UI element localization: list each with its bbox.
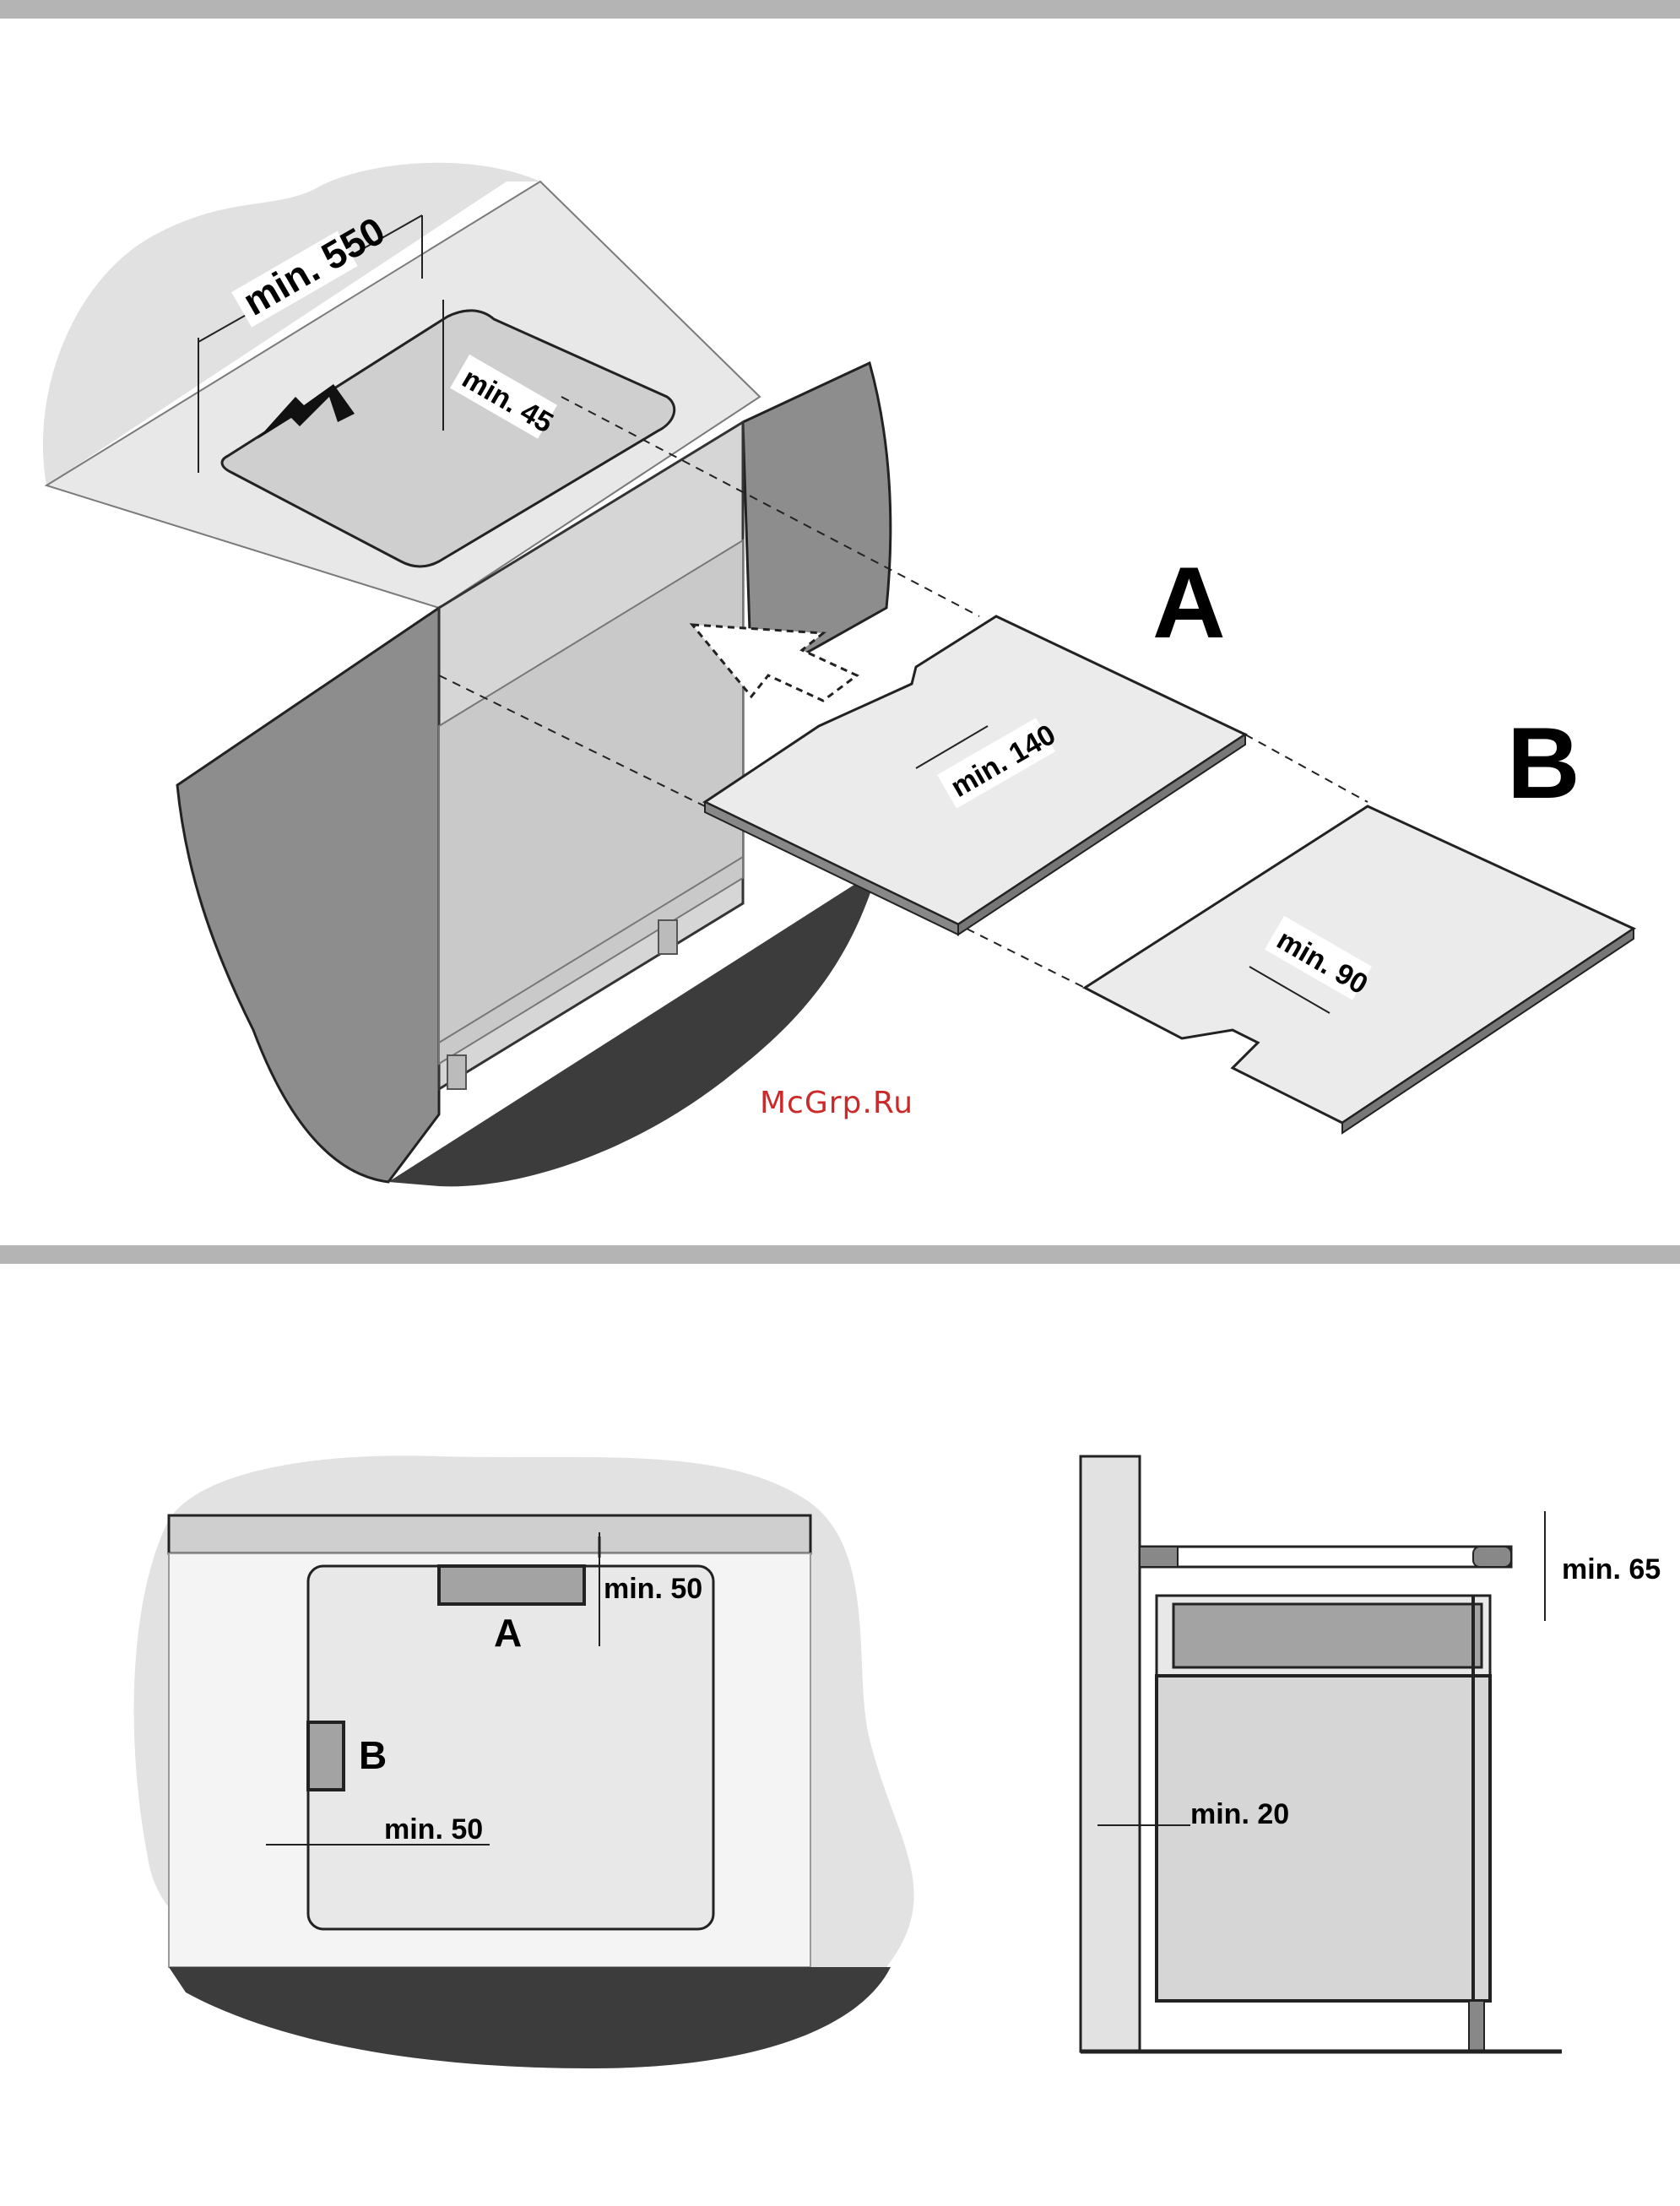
dim-b: min. 50 (384, 1813, 483, 1846)
dim-gap: min. 20 (1190, 1798, 1289, 1830)
cutout-outline (308, 1566, 713, 1929)
dim-top: min. 65 (1562, 1553, 1661, 1585)
worktop-edge (169, 1515, 810, 1553)
hob-box (1157, 1596, 1490, 1688)
cabinet-leg-back (658, 920, 677, 954)
dim-a: min. 50 (604, 1573, 702, 1605)
panel-b-label: B (1507, 707, 1580, 820)
installation-diagram-top: min. 550 min. 45 min. 140 min. 90 A B Mc… (0, 0, 1680, 1241)
middle-band (0, 1245, 1680, 1264)
worktop-section (1140, 1547, 1511, 1567)
watermark: McGrp.Ru (760, 1086, 913, 1120)
cabinet-leg-front (447, 1055, 466, 1089)
vent-a (439, 1566, 584, 1604)
front-background (134, 1455, 914, 2003)
label-a: A (494, 1611, 522, 1655)
wall-front-shadow (177, 608, 439, 1182)
vent-b (308, 1722, 344, 1790)
label-b: B (359, 1733, 387, 1777)
wall-section (1081, 1456, 1140, 2052)
panel-a-label: A (1152, 546, 1226, 659)
oven-box (1157, 1676, 1490, 2001)
floor-strip (169, 1967, 891, 2068)
